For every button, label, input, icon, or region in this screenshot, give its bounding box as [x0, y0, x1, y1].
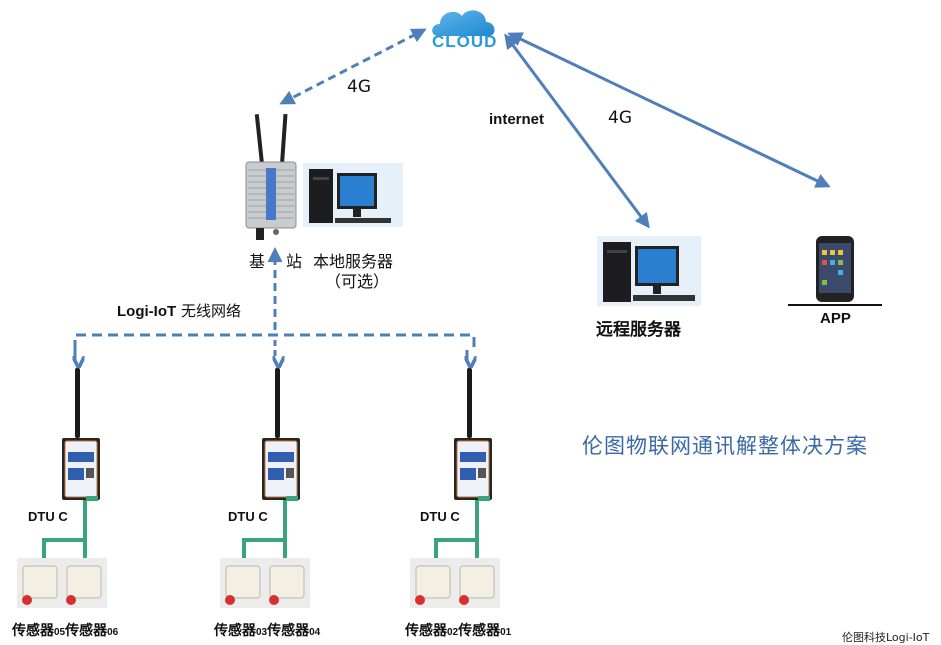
link-label-base-cloud: 4G: [347, 77, 371, 97]
wireless-brand: Logi-IoT: [117, 303, 177, 320]
sensor-name: 传感器: [267, 622, 310, 638]
dtu-node-2: [256, 368, 306, 503]
smartphone-icon: [788, 236, 882, 306]
sensor-group-3: [410, 558, 500, 608]
desktop-computer-icon: [603, 242, 695, 302]
app-node: [788, 236, 882, 308]
link-cloud-app: [507, 32, 831, 188]
sensor-name: 传感器: [458, 622, 501, 638]
sensor-name: 传感器: [405, 622, 447, 638]
wireless-label: 无线网络: [180, 302, 241, 320]
dtu-label-3: DTU C: [420, 509, 460, 524]
sensor-icon: [22, 565, 102, 605]
sensor-icon: [415, 565, 495, 605]
sensor-number: 02: [447, 627, 459, 638]
link-label-cloud-remote: internet: [489, 111, 545, 128]
base-station-label-left: 基: [249, 252, 266, 271]
dtu-device-icon: [454, 368, 492, 501]
sensor-labels-2: 传感器03传感器04: [214, 620, 320, 640]
remote-server: [597, 236, 701, 306]
sensor-number: 01: [500, 627, 512, 638]
app-label: APP: [820, 310, 851, 327]
local-server: [303, 163, 403, 227]
diagram-title: 伦图物联网通讯解整体决方案: [582, 434, 868, 458]
sensor-name: 传感器: [65, 622, 108, 638]
cloud-label: CLOUD: [432, 32, 498, 51]
footer-brand: 伦图科技Logi-IoT: [842, 631, 930, 644]
wireless-bus: [73, 333, 476, 350]
dtu-label-1: DTU C: [28, 509, 68, 524]
local-server-label: 本地服务器: [313, 252, 394, 271]
local-server-note: （可选）: [325, 272, 390, 291]
dtu-node-3: [448, 368, 498, 503]
dtu-device-icon: [62, 368, 100, 501]
sensor-group-2: [220, 558, 310, 608]
sensor-number: 06: [107, 627, 119, 638]
sensor-icon: [225, 565, 305, 605]
sensor-number: 03: [256, 627, 268, 638]
remote-server-label: 远程服务器: [596, 320, 681, 339]
sensor-labels-1: 传感器05传感器06: [12, 620, 118, 640]
base-station-icon: [245, 113, 297, 240]
sensor-name: 传感器: [214, 622, 256, 638]
sensor-number: 04: [309, 627, 321, 638]
dtu-node-1: [56, 368, 106, 503]
sensor-group-1: [17, 558, 107, 608]
cloud-node: CLOUD: [428, 4, 500, 56]
dtu-label-2: DTU C: [228, 509, 268, 524]
desktop-computer-icon: [309, 169, 391, 223]
dtu-device-icon: [262, 368, 300, 501]
sensor-labels-3: 传感器02传感器01: [405, 620, 511, 640]
cloud-icon: [432, 10, 495, 36]
base-station-label-right: 站: [286, 252, 303, 271]
sensor-name: 传感器: [12, 622, 54, 638]
link-base-cloud: [279, 28, 427, 105]
wireless-network-label: Logi-IoT 无线网络: [117, 300, 241, 321]
base-station: [240, 113, 302, 244]
link-label-cloud-app: 4G: [608, 108, 632, 128]
sensor-number: 05: [54, 627, 66, 638]
